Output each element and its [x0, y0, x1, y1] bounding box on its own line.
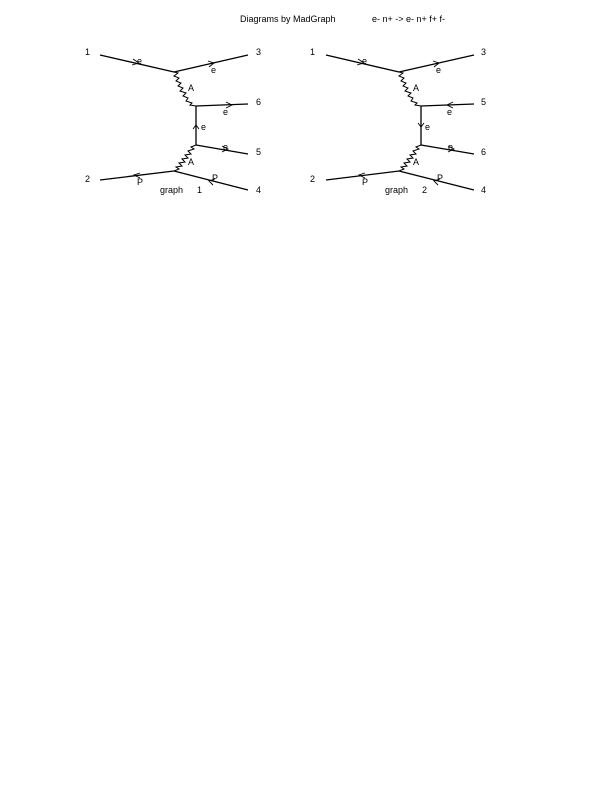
particle-label-photon-upper: A [413, 83, 419, 93]
diagram-caption-label: graph [160, 185, 183, 195]
diagram-caption-number: 1 [197, 185, 202, 195]
arrow-incoming-p [357, 172, 366, 179]
arrow-fermion-5 [221, 145, 230, 153]
line-fermion-5 [195, 144, 249, 155]
arrow-outgoing-electron [432, 60, 440, 68]
external-label-4: 4 [256, 185, 261, 195]
line-incoming-p [99, 170, 175, 181]
arrow-incoming-p [132, 172, 141, 179]
arrow-incoming-electron [131, 58, 141, 66]
diagram-caption-label: graph [385, 185, 408, 195]
external-label-6: 6 [256, 97, 261, 107]
external-label-3: 3 [481, 47, 486, 57]
arrow-fermion-5 [445, 101, 454, 109]
particle-label-fermion-5: e [447, 107, 452, 117]
particle-label-fermion-6: e [448, 142, 453, 152]
particle-label-incoming-electron: e [362, 56, 367, 66]
particle-label-outgoing-electron: e [436, 65, 441, 75]
external-label-4: 4 [481, 185, 486, 195]
line-fermion-6 [195, 103, 249, 107]
arrow-internal-electron [417, 122, 425, 128]
arrow-outgoing-p [433, 178, 441, 186]
arrow-fermion-6 [225, 101, 234, 109]
line-outgoing-electron [398, 54, 475, 73]
line-outgoing-electron [173, 54, 249, 73]
arrow-fermion-6 [447, 145, 456, 153]
photon-upper [172, 71, 197, 107]
external-label-2: 2 [310, 174, 315, 184]
external-label-5: 5 [256, 147, 261, 157]
arrow-internal-electron [192, 124, 200, 130]
line-incoming-p [325, 170, 400, 181]
particle-label-incoming-p: P [137, 177, 143, 187]
line-fermion-6 [420, 144, 475, 155]
external-label-1: 1 [310, 47, 315, 57]
external-label-3: 3 [256, 47, 261, 57]
particle-label-incoming-electron: e [137, 56, 142, 66]
particle-label-fermion-6: e [223, 107, 228, 117]
diagram-caption-number: 2 [422, 185, 427, 195]
header-title: Diagrams by MadGraph [240, 14, 336, 24]
particle-label-photon-lower: A [188, 157, 194, 167]
arrow-outgoing-electron [207, 60, 215, 68]
external-label-5: 5 [481, 97, 486, 107]
photon-upper [397, 71, 422, 107]
external-label-6: 6 [481, 147, 486, 157]
diagram-1: 1 2 3 4 5 6 e e P P A A e e e graph 1 [85, 47, 261, 195]
particle-label-internal-electron: e [425, 122, 430, 132]
particle-label-photon-upper: A [188, 83, 194, 93]
diagram-2: 1 2 3 4 5 6 e e P P A A e e e graph 2 [310, 47, 486, 195]
external-label-2: 2 [85, 174, 90, 184]
photon-lower [173, 144, 197, 172]
particle-label-photon-lower: A [413, 157, 419, 167]
particle-label-fermion-5: e [223, 142, 228, 152]
particle-label-outgoing-p: P [437, 173, 443, 183]
arrow-outgoing-p [208, 178, 216, 186]
header-process: e- n+ -> e- n+ f+ f- [372, 14, 445, 24]
particle-label-outgoing-p: P [212, 173, 218, 183]
particle-label-incoming-p: P [362, 177, 368, 187]
external-label-1: 1 [85, 47, 90, 57]
particle-label-outgoing-electron: e [211, 65, 216, 75]
arrow-incoming-electron [356, 58, 366, 66]
particle-label-internal-electron: e [201, 122, 206, 132]
photon-lower [398, 144, 422, 172]
